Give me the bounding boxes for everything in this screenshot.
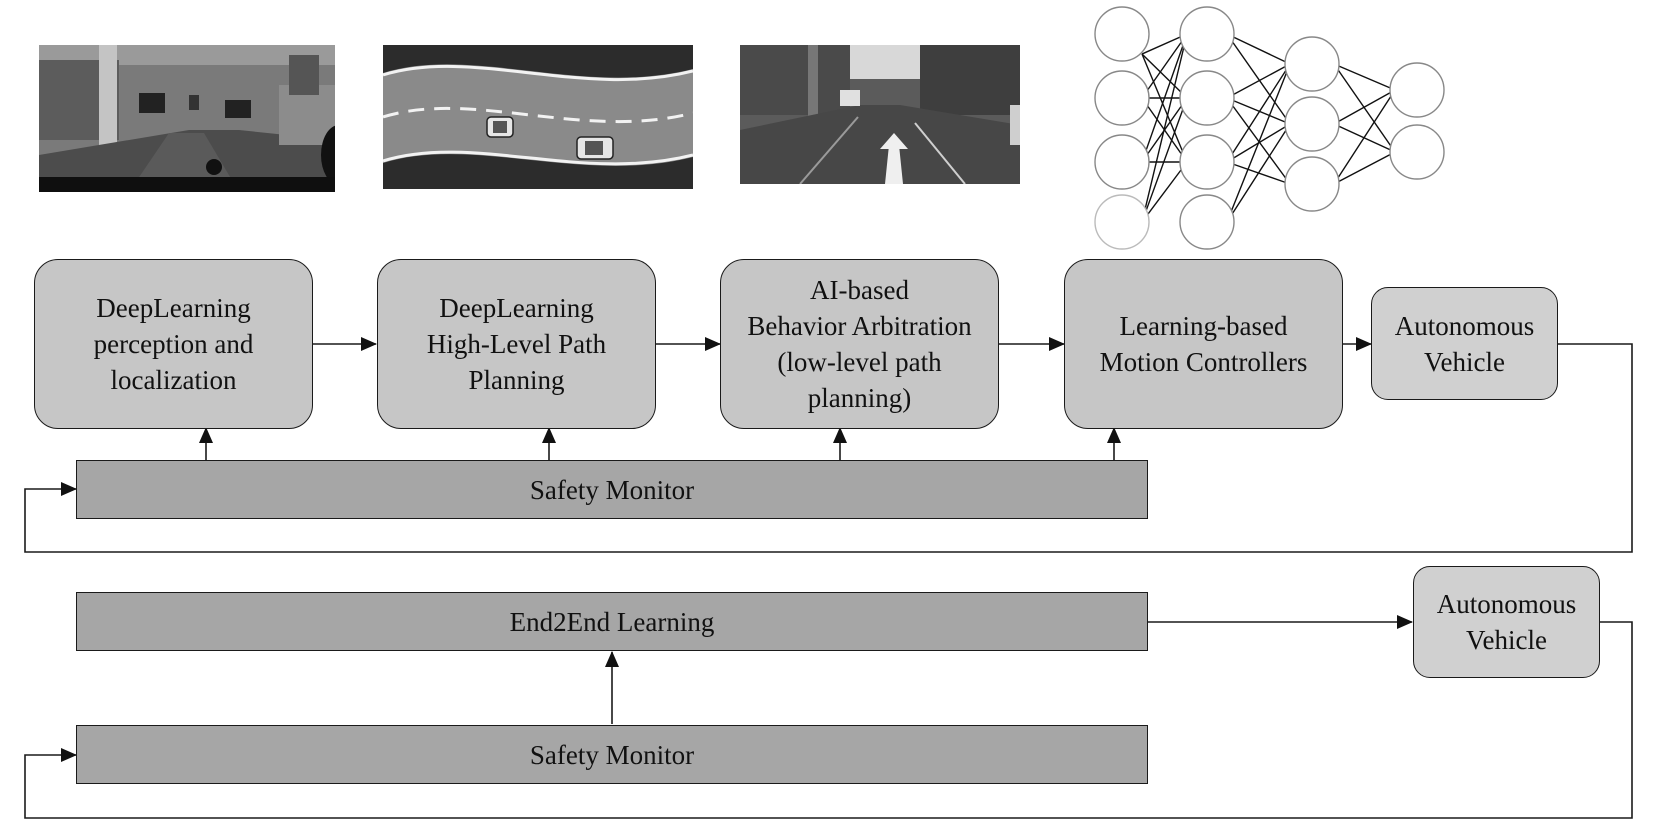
nn-output-node <box>1389 124 1445 180</box>
road-arrow-thumbnail <box>740 45 1020 184</box>
feedback-loop-bottom <box>24 621 1633 819</box>
nn-hidden-node <box>1179 70 1235 126</box>
neural-network-icon <box>1094 6 1445 250</box>
street-scene-icon <box>39 45 335 192</box>
nn-hidden-node <box>1284 156 1340 212</box>
nn-hidden-node <box>1179 194 1235 250</box>
autonomous-vehicle-bottom: Autonomous Vehicle <box>1413 566 1600 678</box>
nn-input-node <box>1094 194 1150 250</box>
nn-input-node <box>1094 134 1150 190</box>
nn-input-node <box>1094 6 1150 62</box>
stage-perception-localization: DeepLearning perception and localization <box>34 259 313 429</box>
nn-input-node <box>1094 70 1150 126</box>
safety-monitor-bottom: Safety Monitor <box>76 725 1148 784</box>
nn-hidden-node <box>1284 36 1340 92</box>
road-lanes-thumbnail <box>383 45 693 189</box>
nn-hidden-node <box>1179 6 1235 62</box>
nn-hidden-node <box>1179 134 1235 190</box>
highway-cars-icon <box>383 45 693 189</box>
stage-high-level-path-planning: DeepLearning High-Level Path Planning <box>377 259 656 429</box>
autonomous-vehicle-top: Autonomous Vehicle <box>1371 287 1558 400</box>
end2end-learning: End2End Learning <box>76 592 1148 651</box>
feedback-loop-top <box>24 343 1633 553</box>
safety-monitor-top: Safety Monitor <box>76 460 1148 519</box>
nn-hidden-node <box>1284 96 1340 152</box>
road-photo-icon <box>740 45 1020 184</box>
stage-motion-controllers: Learning-based Motion Controllers <box>1064 259 1343 429</box>
stage-behavior-arbitration: AI-based Behavior Arbitration (low-level… <box>720 259 999 429</box>
semantic-segmentation-thumbnail <box>39 45 335 192</box>
neural-network-thumbnail <box>1090 4 1460 254</box>
nn-output-node <box>1389 62 1445 118</box>
